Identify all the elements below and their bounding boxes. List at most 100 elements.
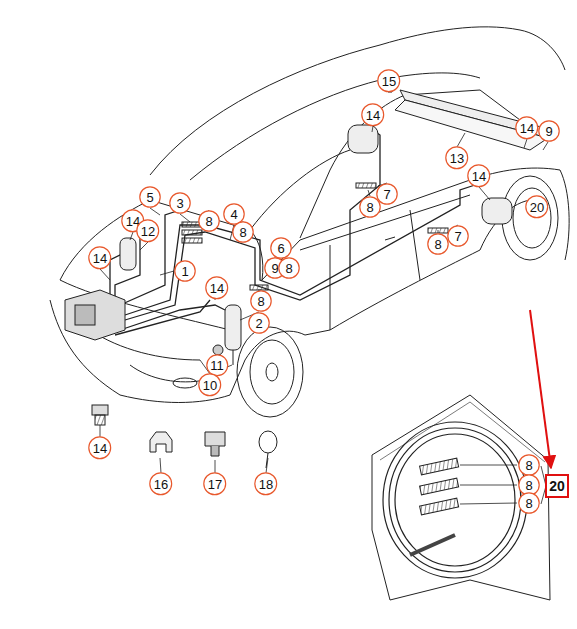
callout-circle: [137, 220, 159, 242]
callout-circle: [170, 193, 190, 213]
callout-circle: [516, 117, 538, 139]
callout-circle: [199, 211, 219, 231]
callout-number: 8: [359, 196, 381, 218]
callout-circle: [249, 313, 269, 333]
callout-text: 13: [450, 152, 464, 165]
callout-circle: [362, 104, 384, 126]
callout-circle: [519, 455, 539, 475]
callout-frame: [546, 475, 568, 497]
callout-circle: [271, 238, 291, 258]
callout-circle: [448, 226, 468, 246]
wheels: [237, 176, 558, 417]
callout-text: 2: [255, 317, 262, 330]
callout-circle: [519, 475, 539, 495]
callout-number: 10: [198, 373, 221, 396]
callout-circle: [233, 222, 253, 242]
callout-number: 14: [361, 103, 384, 126]
inset: [372, 310, 551, 600]
callout-text: 8: [525, 479, 532, 492]
callout-circle: [255, 473, 277, 495]
callout-number: 14: [88, 246, 111, 269]
callout-text: 14: [366, 109, 380, 122]
callout-text: 20: [549, 479, 565, 493]
callout-text: 8: [285, 262, 292, 275]
callout-number: 8: [518, 454, 540, 476]
callout-number: 8: [427, 233, 449, 255]
callout-text: 20: [530, 201, 544, 214]
callout-number: 20: [525, 195, 548, 218]
callout-number: 11: [206, 354, 229, 377]
callout-text: 7: [454, 230, 461, 243]
callout-text: 16: [154, 478, 168, 491]
callout-number: 6: [270, 237, 292, 259]
callout-text: 8: [366, 201, 373, 214]
callout-number: 18: [254, 472, 277, 495]
callout-text: 14: [210, 282, 224, 295]
callout-circle: [468, 165, 490, 187]
callout-number: 12: [136, 219, 159, 242]
callout-circle: [428, 234, 448, 254]
callout-number: 5: [139, 186, 161, 208]
callout-text: 8: [434, 238, 441, 251]
callout-box: 20: [545, 474, 569, 498]
callout-text: 10: [203, 379, 217, 392]
callout-text: 14: [472, 170, 486, 183]
components: [65, 72, 548, 365]
callout-circle: [89, 437, 111, 459]
callout-text: 7: [383, 188, 390, 201]
callout-number: 16: [149, 472, 172, 495]
callout-circle: [526, 196, 548, 218]
callout-circle: [224, 204, 244, 224]
callout-circle: [539, 121, 559, 141]
callout-number: 2: [248, 312, 270, 334]
callout-text: 17: [208, 478, 222, 491]
callout-number: 8: [518, 492, 540, 514]
callout-text: 5: [146, 191, 153, 204]
callout-number: 1: [174, 260, 196, 282]
callout-text: 14: [93, 252, 107, 265]
callout-circle: [140, 187, 160, 207]
callout-text: 4: [230, 208, 237, 221]
callout-circle: [251, 291, 271, 311]
callout-text: 12: [141, 225, 155, 238]
callout-number: 14: [515, 116, 538, 139]
callout-number: 14: [467, 164, 490, 187]
callout-circle: [89, 247, 111, 269]
callout-number: 8: [198, 210, 220, 232]
callout-number: 14: [88, 436, 111, 459]
callout-number: 15: [377, 69, 400, 92]
callout-number: 8: [278, 257, 300, 279]
callout-circle: [378, 70, 400, 92]
callout-text: 8: [525, 497, 532, 510]
callout-circle: [204, 473, 226, 495]
callout-circle: [206, 277, 228, 299]
callout-number: 9: [538, 120, 560, 142]
callout-text: 1: [181, 265, 188, 278]
callout-text: 6: [277, 242, 284, 255]
callout-text: 9: [545, 125, 552, 138]
small-parts: [92, 405, 277, 468]
callout-number: 7: [447, 225, 469, 247]
callout-number: 17: [203, 472, 226, 495]
callout-text: 14: [93, 442, 107, 455]
callout-text: 8: [257, 295, 264, 308]
callout-circle: [207, 355, 228, 376]
callout-text: 14: [520, 122, 534, 135]
callout-text: 3: [176, 197, 183, 210]
callout-text: 11: [210, 359, 224, 372]
car-body: [50, 27, 569, 403]
callout-circle: [446, 147, 468, 169]
callout-circle: [279, 258, 299, 278]
callout-circle: [199, 374, 221, 396]
callout-circle: [150, 473, 172, 495]
callout-number: 8: [232, 221, 254, 243]
callout-circle: [360, 197, 380, 217]
callout-number: 3: [169, 192, 191, 214]
callout-number: 13: [445, 146, 468, 169]
callout-number: 8: [250, 290, 272, 312]
callout-text: 8: [525, 459, 532, 472]
callout-text: 15: [382, 75, 396, 88]
callout-text: 9: [271, 262, 278, 275]
callout-circle: [175, 261, 195, 281]
